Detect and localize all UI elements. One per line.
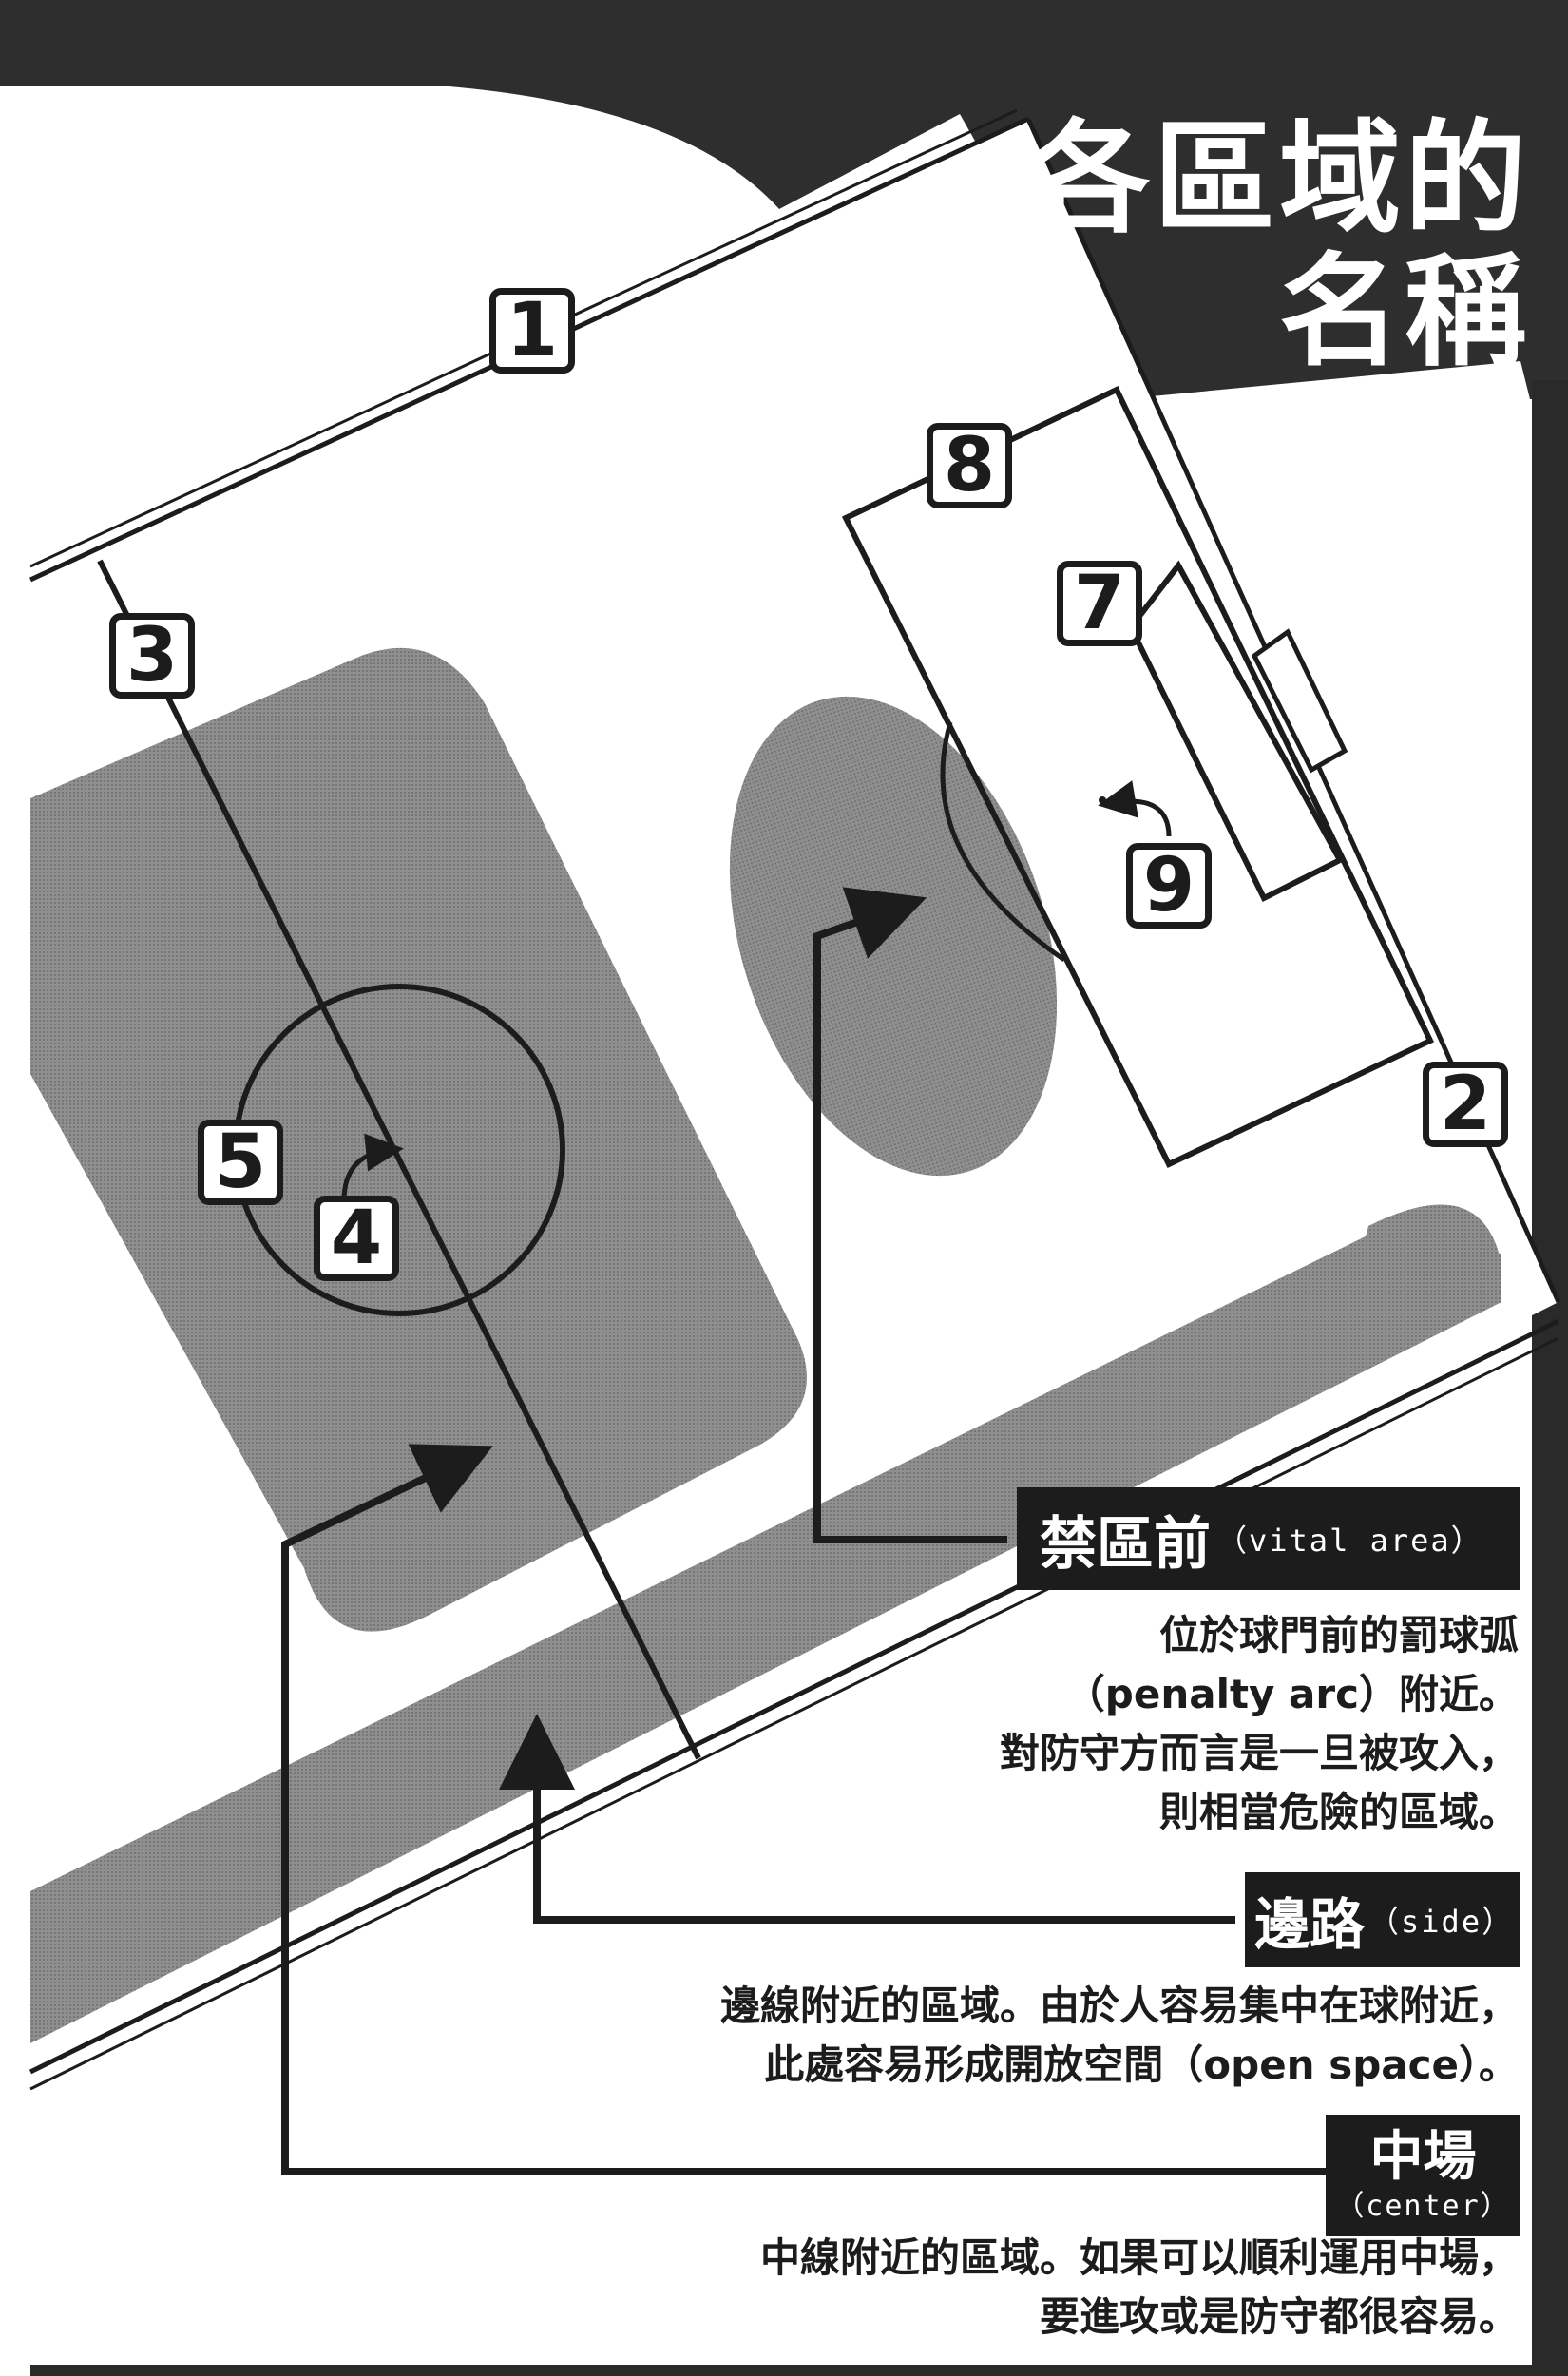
left-black-edge — [0, 0, 30, 86]
bottom-rule — [30, 2365, 1568, 2376]
vital-area-name-en: （vital area） — [1216, 1523, 1483, 1559]
center-desc-line-2: 要進攻或是防守都很容易。 — [1039, 2293, 1519, 2340]
white-curve — [30, 86, 779, 532]
arrow-side — [499, 1714, 1235, 1924]
penalty-kick-arrow — [1098, 780, 1172, 837]
side-desc-line-2: 此處容易形成開放空間（open space）。 — [764, 2041, 1519, 2088]
vital-area-description: 位於球門前的罰球弧 （penalty arc）附近。 對防守方而言是一旦被攻入，… — [1000, 1606, 1519, 1842]
penalty-arc — [940, 721, 1066, 963]
center-label: 中場 （center） — [1326, 2115, 1520, 2236]
center-desc-line-1: 中線附近的區域。如果可以順利運用中場， — [759, 2234, 1519, 2281]
side-name-en: （side） — [1368, 1904, 1515, 1940]
vital-area-label: 禁區前 （vital area） — [1017, 1487, 1520, 1590]
marker-5: 5 — [198, 1120, 283, 1205]
marker-4: 4 — [314, 1196, 399, 1281]
penalty-spot — [1099, 796, 1106, 804]
vital-area-name: 禁區前 — [1040, 1510, 1211, 1578]
vital-desc-line-3: 對防守方而言是一旦被攻入， — [999, 1730, 1519, 1776]
right-edge — [1532, 380, 1568, 2376]
page-title-line1: 各區域的 — [1027, 108, 1530, 250]
kickoff-arrow — [341, 1133, 404, 1206]
side-name: 邊路 — [1254, 1892, 1366, 1957]
vital-desc-line-4: 則相當危險的區域。 — [1158, 1789, 1519, 1835]
left-edge — [0, 0, 30, 2376]
side-zone-cap — [1330, 1204, 1501, 1369]
page-title-line2: 名稱 — [1278, 241, 1530, 383]
penalty-area — [841, 386, 1435, 1168]
goal — [1251, 628, 1348, 774]
marker-8: 8 — [927, 423, 1012, 508]
marker-9: 9 — [1126, 843, 1212, 929]
goal-area — [1127, 560, 1345, 903]
marker-1: 1 — [489, 288, 575, 374]
center-zone — [30, 647, 807, 1632]
side-zone — [30, 1207, 1501, 2043]
side-desc-line-1: 邊線附近的區域。由於人容易集中在球附近， — [719, 1983, 1519, 2029]
side-label: 邊路 （side） — [1245, 1872, 1520, 1967]
marker-2: 2 — [1423, 1062, 1508, 1147]
center-description: 中線附近的區域。如果可以順利運用中場， 要進攻或是防守都很容易。 — [760, 2229, 1519, 2347]
marker-7: 7 — [1057, 561, 1142, 646]
pitch — [29, 108, 1561, 2091]
vital-desc-line-1: 位於球門前的罰球弧 — [1158, 1612, 1519, 1658]
center-name-en: （center） — [1335, 2190, 1511, 2223]
vital-desc-line-2: （penalty arc）附近。 — [1064, 1671, 1519, 1717]
marker-3: 3 — [109, 613, 195, 699]
dark-band — [30, 0, 1568, 399]
side-description: 邊線附近的區域。由於人容易集中在球附近， 此處容易形成開放空間（open spa… — [720, 1977, 1519, 2095]
arrow-center — [281, 1444, 1326, 2175]
arrow-vital — [813, 887, 1007, 1543]
center-name: 中場 — [1369, 2126, 1477, 2188]
